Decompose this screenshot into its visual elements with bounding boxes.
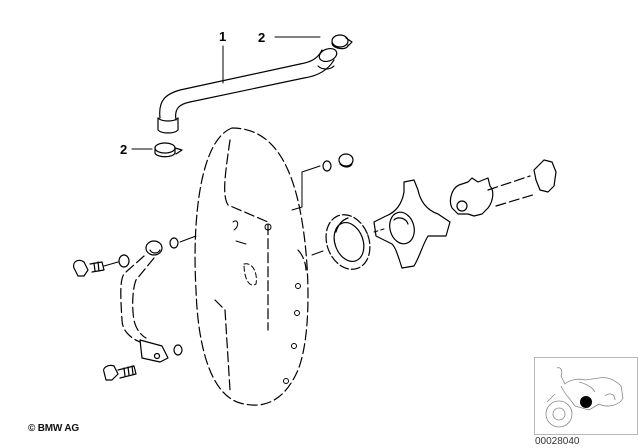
document-number: 00028040 (535, 436, 580, 447)
spacer-sleeve[interactable] (145, 240, 163, 256)
cover-housing[interactable] (194, 127, 309, 406)
callout-2-upper[interactable]: 2 (258, 30, 266, 45)
washer-top[interactable] (322, 153, 354, 172)
gear-shaft[interactable] (449, 159, 557, 217)
cross-hub[interactable] (373, 179, 451, 269)
location-marker (580, 396, 592, 408)
bracket[interactable] (120, 255, 155, 343)
bolt-upper[interactable] (73, 259, 105, 277)
bolt-lower[interactable] (103, 364, 137, 381)
shaft-seal[interactable] (319, 209, 378, 276)
hose-clamp-upper[interactable] (274, 34, 353, 50)
motorcycle-icon (545, 367, 624, 428)
washer-left[interactable] (118, 254, 130, 268)
copyright-label: © BMW AG (28, 423, 79, 434)
cover-holes (232, 220, 301, 384)
bracket-foot[interactable] (139, 339, 169, 363)
callout-1[interactable]: 1 (219, 29, 227, 44)
hose-clamp-lower[interactable] (131, 142, 183, 158)
motorcycle-locator-thumbnail (534, 357, 638, 435)
callout-2-lower[interactable]: 2 (120, 142, 128, 157)
washer-bottom[interactable] (173, 344, 183, 356)
breather-hose[interactable] (157, 46, 339, 134)
washer-right[interactable] (169, 237, 179, 249)
